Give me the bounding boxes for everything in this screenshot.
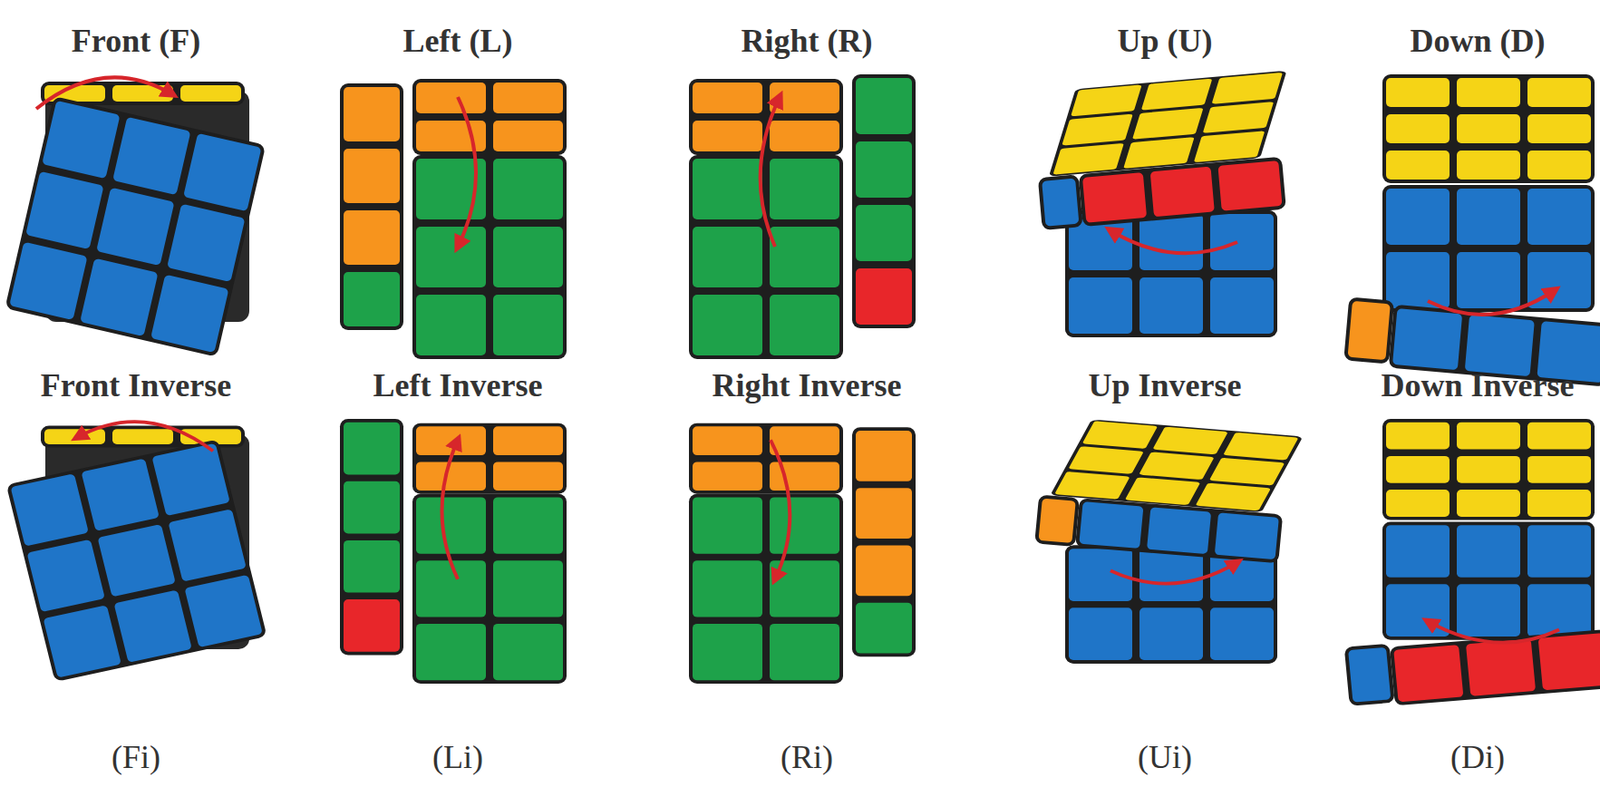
move-heading: Front Inverse [40,366,232,405]
cube-move-inverse [339,418,567,684]
move-heading: Front (F) [71,21,201,60]
move-heading: Up Inverse [1088,366,1242,405]
cube-move-inverse [1034,415,1303,663]
cube-move [1030,70,1300,338]
move-code: (Di) [1450,737,1505,776]
cube-move-inverse [688,423,916,684]
cube-move [339,78,567,359]
move-code: (Li) [432,737,484,776]
move-code: (Fi) [111,737,161,776]
move-heading: Right Inverse [712,366,902,405]
cube-move-inverse [1344,418,1600,709]
move-code: (Ui) [1137,737,1193,776]
move-heading: Left (L) [403,21,514,60]
cube-move-inverse [6,421,268,682]
cube-panels [4,70,1600,710]
move-heading: Up (U) [1117,21,1213,60]
move-heading: Left Inverse [373,366,544,405]
cube-move [688,74,916,359]
cube-move [1343,74,1600,387]
move-heading: Right (R) [741,21,873,60]
move-heading: Down (D) [1410,21,1546,60]
move-heading: Down Inverse [1381,366,1575,405]
move-code: (Ri) [780,737,834,776]
cube-move [4,77,266,357]
